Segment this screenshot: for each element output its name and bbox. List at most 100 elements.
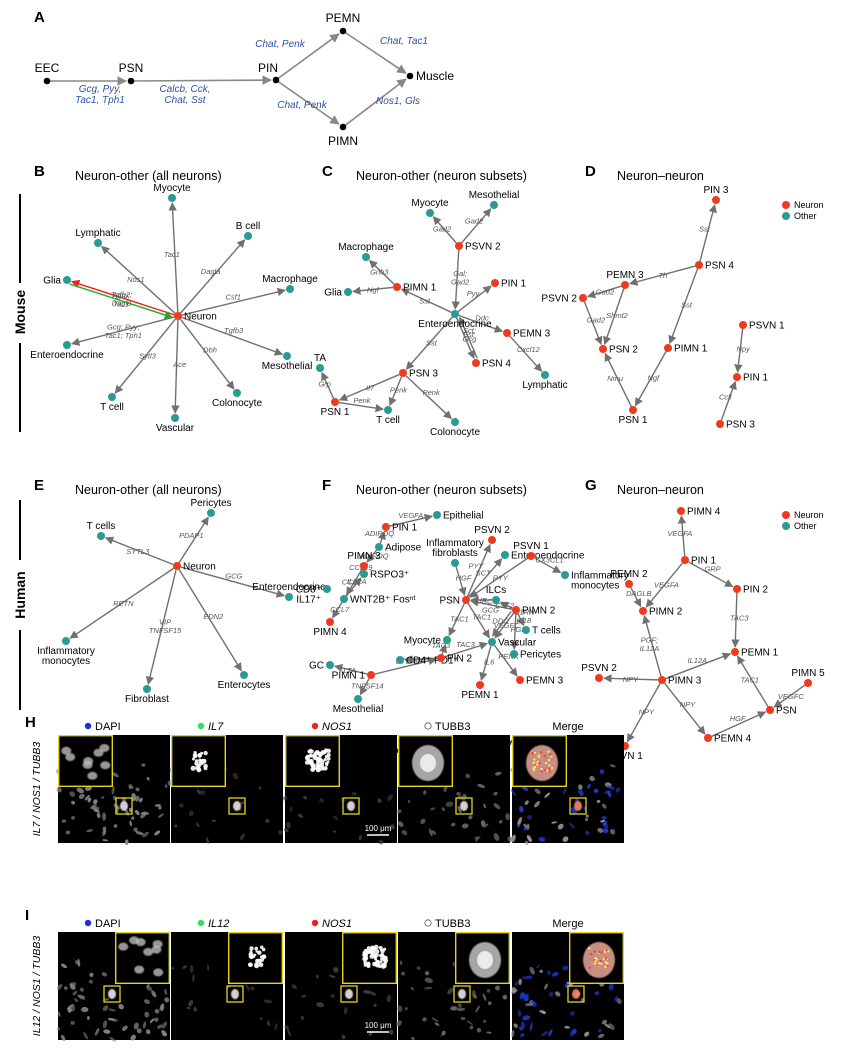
channel-title: DAPI (84, 721, 121, 733)
edge-psn4-pemn3 (629, 265, 696, 286)
edge-eec-psn3 (405, 316, 453, 370)
node-eec (451, 310, 459, 318)
edge-label: Gad2 (433, 225, 452, 234)
node-pin2 (437, 654, 445, 662)
edge-wnt2b-pimn4 (332, 602, 343, 619)
edge-label: Sst (699, 225, 711, 234)
node-pin1 (491, 279, 499, 287)
edge-eec-pimn1 (400, 288, 452, 313)
pathway-edge (342, 78, 407, 128)
edge-pimn2-ilcs (499, 601, 513, 610)
edge-psvn1-psn (469, 557, 529, 598)
edge-label: Penk (390, 386, 408, 395)
node-label-glia: Glia (324, 288, 342, 299)
edge-label: NPY (680, 700, 696, 709)
edge-pimn5-psn (773, 684, 806, 708)
node-label-psn3: PSN 3 (726, 420, 755, 431)
node-psn2 (599, 345, 607, 353)
side-label-mouse: Mouse (12, 194, 28, 432)
node-label-mesothelial: Mesothelial (469, 190, 520, 201)
node-psn3 (716, 420, 724, 428)
node-label-tcells: T cells (532, 626, 561, 637)
micrograph-tubb3 (396, 932, 511, 1040)
edge-label: Sst (463, 330, 475, 339)
svg-text:Other: Other (794, 521, 817, 531)
node-label-gc: GC (309, 661, 324, 672)
node-lymphatic (94, 239, 102, 247)
inset-frame (58, 735, 113, 788)
svg-text:Other: Other (794, 211, 817, 221)
node-label-adipose: Adipose (385, 543, 422, 554)
node-gc (326, 661, 334, 669)
node-neuron (173, 562, 181, 570)
edge-label: SCT (476, 568, 492, 577)
edge-pemn3-psn2 (603, 288, 625, 346)
node-tcells (97, 532, 105, 540)
node-label-pimn4: PIMN 4 (313, 627, 347, 638)
edge-label: Pyy (467, 289, 481, 298)
panel-title-e: Neuron-other (all neurons) (75, 483, 222, 497)
edge-label: TAC3 (432, 641, 451, 650)
edge-label: SCT;GCG (482, 597, 499, 615)
edge-vascular-pemn3 (493, 644, 518, 677)
edge-pimn1-macrophage (368, 259, 395, 285)
edge-label: PGF (510, 625, 526, 634)
edge-label: VEGFC (778, 692, 804, 701)
node-label-psvn2: PSVN 2 (541, 294, 577, 305)
channel-dot (84, 919, 92, 927)
node-label-pericytes: Pericytes (190, 498, 231, 509)
edge-psn3-pin1 (720, 380, 737, 421)
scale-bar-label: 100 μm (365, 1021, 392, 1030)
edge-glia-neuron (69, 283, 174, 319)
node-tcell (108, 393, 116, 401)
node-tcell (384, 406, 392, 414)
edge-pimn2-pericytes (510, 613, 519, 650)
node-psn1 (331, 398, 339, 406)
edge-label: Ace (172, 360, 186, 369)
node-label-pin3: PIN 3 (703, 185, 728, 196)
inset-frame (114, 932, 170, 985)
node-label-mesothelial: Mesothelial (333, 704, 384, 715)
node-label-bcell: B cell (236, 221, 260, 232)
edge-pimn2-tcells (516, 613, 525, 627)
pathway-node-label: PEMN (326, 11, 361, 25)
edge-psvn2-psn2 (583, 301, 603, 346)
edge-label: VEGFC (494, 621, 520, 630)
scale-bar-label: 100 μm (365, 824, 392, 833)
edge-pimn3-pimn2 (642, 615, 662, 677)
node-enteroendocrine (63, 341, 71, 349)
pathway-node-muscle (406, 72, 414, 80)
edge-neuron-pericytes (178, 516, 209, 564)
channel-title: TUBB3 (424, 721, 470, 733)
edge-label: GRP (704, 565, 720, 574)
channel-name: IL7 (208, 721, 224, 733)
pathway-edge (275, 33, 340, 81)
node-pimn3 (360, 562, 368, 570)
edge-label: Csf1 (226, 292, 241, 301)
node-pimn1 (664, 344, 672, 352)
edge-label: Shmt2 (606, 311, 629, 320)
node-label-psn2: PSN 2 (609, 345, 638, 356)
edge-psn-psvn2 (466, 543, 491, 597)
panel-label-i: I (25, 907, 29, 924)
node-macrophage (362, 253, 370, 261)
node-label-pimn5: PIMN 5 (791, 668, 825, 679)
edge-pimn1-glia (352, 286, 394, 295)
edge-label: PGF;IL12A (640, 635, 660, 653)
edge-label: VEGFA (398, 511, 423, 520)
channel-title: Merge (552, 918, 583, 930)
edge-label: GCG (225, 571, 242, 580)
node-label-pemn2: PEMN 2 (610, 569, 648, 580)
edge-neuron-glia (70, 279, 175, 316)
node-label-ta: TA (314, 353, 326, 364)
edge-pemn3-psvn2 (586, 285, 622, 299)
channel-title: NOS1 (311, 918, 352, 930)
node-pemn1 (476, 681, 484, 689)
channel-dot (424, 919, 432, 927)
node-eec (501, 551, 509, 559)
edge-psvn1-pin1 (734, 328, 744, 373)
edge-neuron-fibroblast (145, 569, 177, 685)
